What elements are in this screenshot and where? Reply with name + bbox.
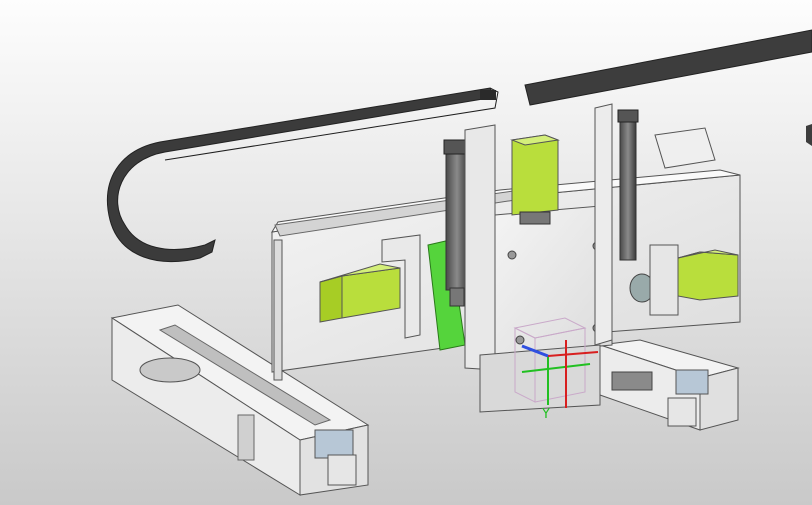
left-stepper-motor [319, 263, 401, 323]
center-carriage-plate [464, 124, 613, 413]
coordinate-triad-icon: Y [513, 317, 599, 422]
right-linear-rail-housing [599, 339, 740, 431]
left-pneumatic-cylinder [443, 139, 471, 307]
cable-chain-left [106, 87, 499, 263]
left-motor-bracket [381, 234, 421, 339]
right-pneumatic-cylinder [594, 103, 639, 346]
cable-chain-right [524, 29, 812, 146]
left-linear-rail-housing [110, 304, 370, 496]
center-stepper-motor [510, 134, 560, 225]
triad-y-label: Y [541, 407, 550, 422]
right-stepper-motor [629, 244, 739, 316]
right-top-bracket [654, 127, 716, 169]
